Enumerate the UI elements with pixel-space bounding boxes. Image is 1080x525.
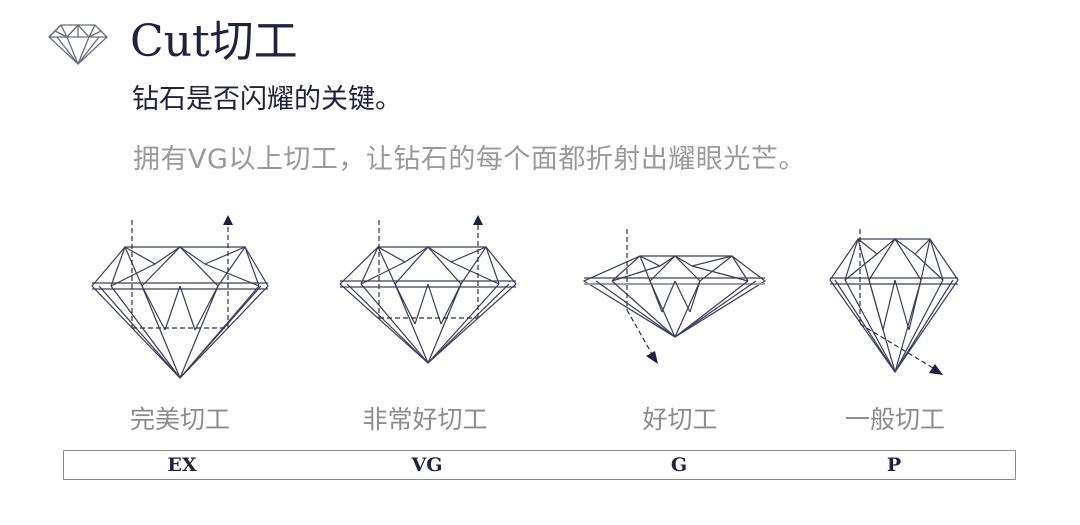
cut-label-g: 好切工 <box>642 405 718 434</box>
page-subtitle: 钻石是否闪耀的关键。 <box>132 84 402 115</box>
cut-label-ex: 完美切工 <box>129 405 231 434</box>
page-title: Cut切工 <box>130 16 298 67</box>
grade-vg: VG <box>411 454 443 476</box>
diamond-diagram-ex <box>85 200 275 385</box>
diamond-icon <box>47 22 109 66</box>
diamond-diagram-p <box>825 200 1015 390</box>
grade-p: P <box>886 454 902 476</box>
grade-scale-bar: EX VG G P <box>63 450 1016 480</box>
diamond-diagram-vg <box>333 200 523 385</box>
diamond-diagram-g <box>580 200 770 385</box>
page-description: 拥有VG以上切工，让钻石的每个面都折射出耀眼光芒。 <box>133 144 806 175</box>
cut-label-p: 一般切工 <box>844 405 946 434</box>
grade-g: G <box>670 454 688 476</box>
grade-ex: EX <box>167 454 197 476</box>
cut-label-vg: 非常好切工 <box>362 405 488 434</box>
